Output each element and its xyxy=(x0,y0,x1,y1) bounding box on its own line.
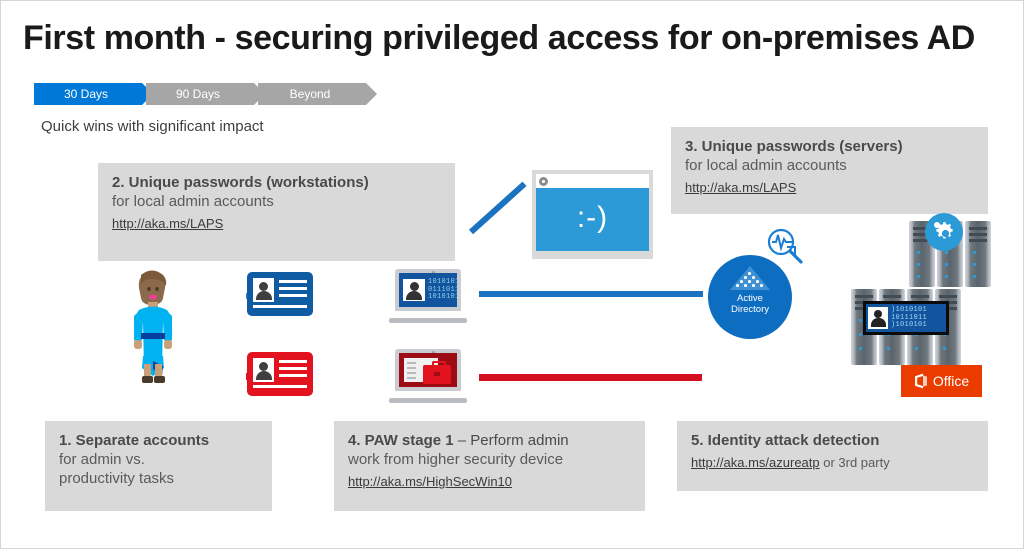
callout-title: 3. Unique passwords (servers) xyxy=(685,138,903,155)
browser-window-icon: :-) xyxy=(532,170,653,259)
timeline-item-30-days[interactable]: 30 Days xyxy=(34,83,153,105)
smiley-face-label: :-) xyxy=(576,200,609,234)
callout-subtitle: work from higher security device xyxy=(348,451,564,469)
timeline-item-90-days[interactable]: 90 Days xyxy=(146,83,265,105)
callout-link[interactable]: http://aka.ms/LAPS xyxy=(112,216,224,232)
page-subtitle: Quick wins with significant impact xyxy=(41,118,264,135)
timeline-item-label: Beyond xyxy=(289,87,331,101)
id-card-admin-account-icon xyxy=(247,272,313,316)
gear-settings-icon xyxy=(925,213,963,251)
callout-title-rest: – Perform admin xyxy=(453,432,569,449)
browser-dot-icon xyxy=(539,177,548,186)
callout-box-2-unique-passwords-workstations: 2. Unique passwords (workstations) for l… xyxy=(98,163,455,261)
callout-box-5-identity-attack-detection: 5. Identity attack detection http://aka.… xyxy=(677,421,988,491)
detection-magnifier-icon xyxy=(763,227,807,269)
id-card-user-account-icon xyxy=(247,352,313,396)
timeline-item-label: 90 Days xyxy=(175,87,221,101)
connector-line-blue-diagonal xyxy=(468,181,527,235)
callout-title: 4. PAW stage 1 – Perform admin xyxy=(348,431,631,450)
id-photo xyxy=(253,278,274,302)
server-bits-line-3: )1010101 xyxy=(891,321,928,329)
toolbox-icon xyxy=(423,361,451,384)
callout-link-suffix: or 3rd party xyxy=(819,455,890,471)
laptop-bits-line-2: 01110111 xyxy=(428,285,457,294)
active-directory-pyramid-icon xyxy=(730,266,770,290)
office-icon xyxy=(914,373,928,389)
callout-subtitle-line-1: for admin vs. xyxy=(59,451,145,469)
callout-box-3-unique-passwords-servers: 3. Unique passwords (servers) for local … xyxy=(671,127,988,214)
user-person-icon xyxy=(121,266,183,386)
callout-box-1-separate-accounts: 1. Separate accounts for admin vs. produ… xyxy=(45,421,272,511)
active-directory-label-line-2: Directory xyxy=(730,304,769,315)
callout-box-4-paw-stage-1: 4. PAW stage 1 – Perform admin work from… xyxy=(334,421,645,511)
server-identity-badge-icon: )1010101 10111011 )1010101 xyxy=(863,301,949,335)
server-bits-line-1: )1010101 xyxy=(891,306,928,314)
callout-title: 1. Separate accounts xyxy=(59,432,210,449)
callout-link[interactable]: http://aka.ms/LAPS xyxy=(685,180,797,196)
timeline-item-label: 30 Days xyxy=(63,87,109,101)
callout-link[interactable]: http://aka.ms/azureatp xyxy=(691,455,820,471)
callout-subtitle: for local admin accounts xyxy=(112,193,274,211)
connector-line-blue-right xyxy=(479,291,703,297)
callout-title: 2. Unique passwords (workstations) xyxy=(112,174,369,191)
office-logo-badge: Office xyxy=(901,365,982,397)
server-bits-line-2: 10111011 xyxy=(891,313,928,322)
connector-line-red-right xyxy=(479,374,702,381)
active-directory-label-line-1: Active xyxy=(737,293,763,304)
callout-title-bold: 4. PAW stage 1 xyxy=(348,432,454,449)
callout-subtitle-line-2: productivity tasks xyxy=(59,470,175,488)
timeline-chevrons: 30 Days 90 Days Beyond xyxy=(34,83,377,105)
callout-title: 5. Identity attack detection xyxy=(691,432,880,449)
callout-link[interactable]: http://aka.ms/HighSecWin10 xyxy=(348,474,513,490)
timeline-item-beyond[interactable]: Beyond xyxy=(258,83,377,105)
callout-subtitle: for local admin accounts xyxy=(685,157,847,175)
office-label: Office xyxy=(932,373,970,389)
active-directory-node: Active Directory xyxy=(708,255,792,339)
laptop-productivity-icon xyxy=(389,349,467,407)
id-photo xyxy=(253,358,274,382)
page-title: First month - securing privileged access… xyxy=(23,19,975,57)
